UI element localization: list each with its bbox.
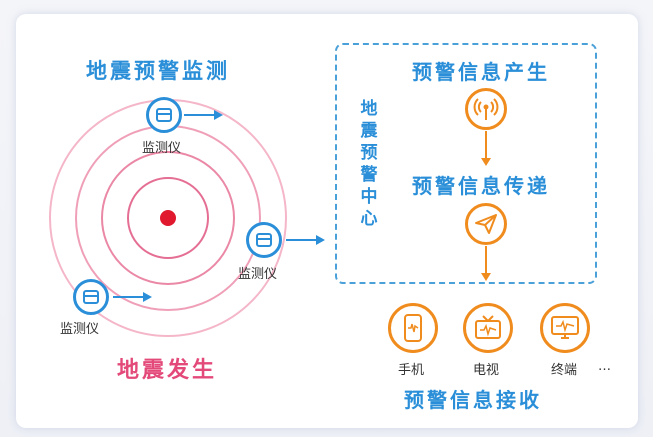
arrow-down-icon (481, 246, 491, 281)
step-generate-label: 预警信息产生 (412, 60, 550, 84)
sensor-icon (73, 279, 109, 315)
arrow-right-icon (113, 292, 152, 302)
arrow-right-icon (184, 110, 223, 120)
device-label-terminal: 终端 (551, 363, 578, 378)
sensor-icon (246, 222, 282, 258)
terminal-icon (540, 303, 590, 353)
sensor-label: 监测仪 (238, 267, 278, 282)
sensor-label: 监测仪 (142, 141, 182, 156)
arrow-right-icon (286, 235, 325, 245)
warning-center-box (335, 43, 597, 284)
device-ellipsis: … (598, 359, 612, 374)
tv-icon (463, 303, 513, 353)
sensor-label: 监测仪 (60, 322, 100, 337)
diagram-card (16, 14, 638, 428)
reception-title: 预警信息接收 (404, 388, 542, 412)
epicenter-dot (160, 210, 176, 226)
device-label-phone: 手机 (398, 363, 425, 378)
warning-center-title: 地震预警中心 (360, 99, 378, 229)
monitoring-title: 地震预警监测 (86, 59, 230, 83)
occurrence-title: 地震发生 (117, 358, 218, 383)
signal-tower-icon (465, 88, 507, 130)
paper-plane-icon (465, 203, 507, 245)
step-transmit-label: 预警信息传递 (412, 174, 550, 198)
sensor-icon (146, 97, 182, 133)
arrow-down-icon (481, 131, 491, 166)
device-label-tv: 电视 (473, 363, 500, 378)
phone-icon (388, 303, 438, 353)
